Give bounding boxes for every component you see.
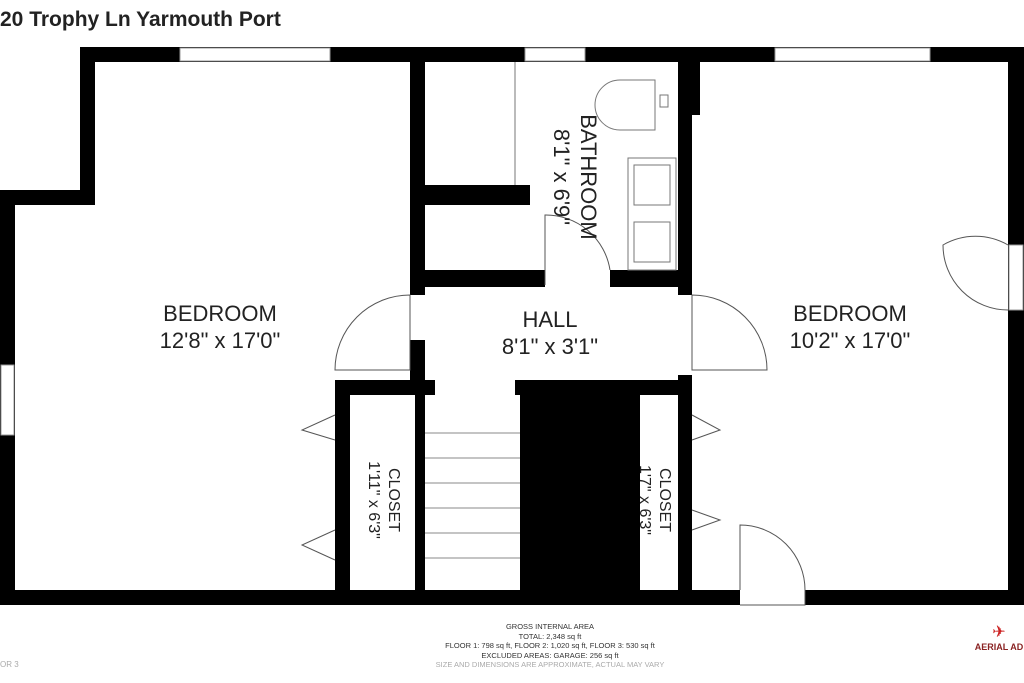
area-excluded: EXCLUDED AREAS: GARAGE: 256 sq ft bbox=[481, 650, 619, 660]
doors bbox=[300, 214, 1009, 606]
bathroom-fixtures bbox=[514, 62, 677, 271]
logo-drone-icon: ✈ bbox=[992, 624, 1006, 641]
area-floors: FLOOR 1: 798 sq ft, FLOOR 2: 1,020 sq ft… bbox=[445, 641, 655, 650]
property-title: 20 Trophy Ln Yarmouth Port bbox=[0, 8, 281, 31]
area-summary: GROSS INTERNAL AREA TOTAL: 2,348 sq ft F… bbox=[380, 622, 720, 670]
area-total: TOTAL: 2,348 sq ft bbox=[518, 631, 582, 641]
logo-text: AERIAL AD bbox=[974, 642, 1024, 652]
disclaimer: SIZE AND DIMENSIONS ARE APPROXIMATE, ACT… bbox=[435, 660, 665, 669]
company-logo: ✈ AERIAL AD bbox=[974, 624, 1024, 653]
area-heading: GROSS INTERNAL AREA bbox=[505, 622, 595, 631]
floor-label: OR 3 bbox=[0, 660, 19, 669]
stairs bbox=[425, 432, 520, 559]
windows bbox=[0, 47, 1024, 436]
